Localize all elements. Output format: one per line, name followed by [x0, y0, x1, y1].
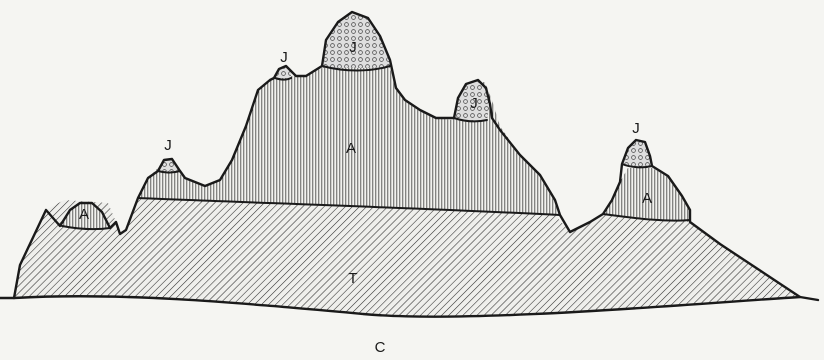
label-c-bottom: C	[375, 339, 386, 356]
label-j-right-peak: J	[470, 95, 478, 112]
label-j-far-right: J	[632, 120, 640, 137]
label-j-top: J	[349, 39, 357, 56]
label-a-right: A	[642, 190, 652, 207]
label-j-far-left: J	[164, 137, 172, 154]
label-a-main: A	[346, 140, 356, 157]
label-t-base: T	[348, 270, 357, 287]
label-a-left: A	[79, 206, 89, 223]
label-j-small-left: J	[280, 49, 288, 66]
